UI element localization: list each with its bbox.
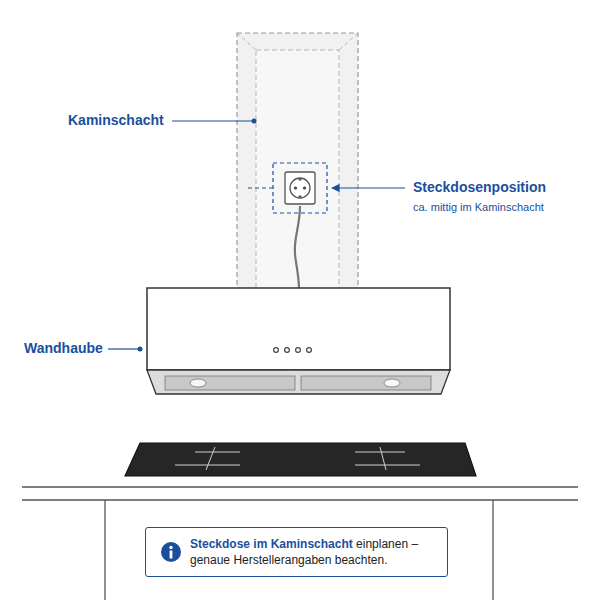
info-box: Steckdose im Kaminschacht einplanen – ge… [145, 527, 448, 577]
leader-dot [252, 119, 257, 124]
cooktop [125, 443, 476, 476]
leader-line [248, 188, 273, 189]
leader-line [332, 187, 405, 188]
part-label: Steckdosenposition [413, 179, 546, 195]
note-label: ca. mittig im Kaminschacht [413, 201, 544, 213]
info-icon [160, 541, 182, 563]
part-label: Wandhaube [24, 340, 103, 356]
wall-hood [147, 288, 450, 394]
leader-dot [138, 347, 143, 352]
leader-line [172, 120, 252, 121]
socket-symbol [273, 163, 327, 213]
info-heading: Steckdose im Kaminschacht [190, 537, 353, 551]
part-label: Kaminschacht [68, 112, 164, 128]
power-cable [295, 206, 300, 289]
leader-line [108, 348, 138, 349]
countertop [22, 487, 578, 600]
chimney-duct [237, 33, 358, 290]
